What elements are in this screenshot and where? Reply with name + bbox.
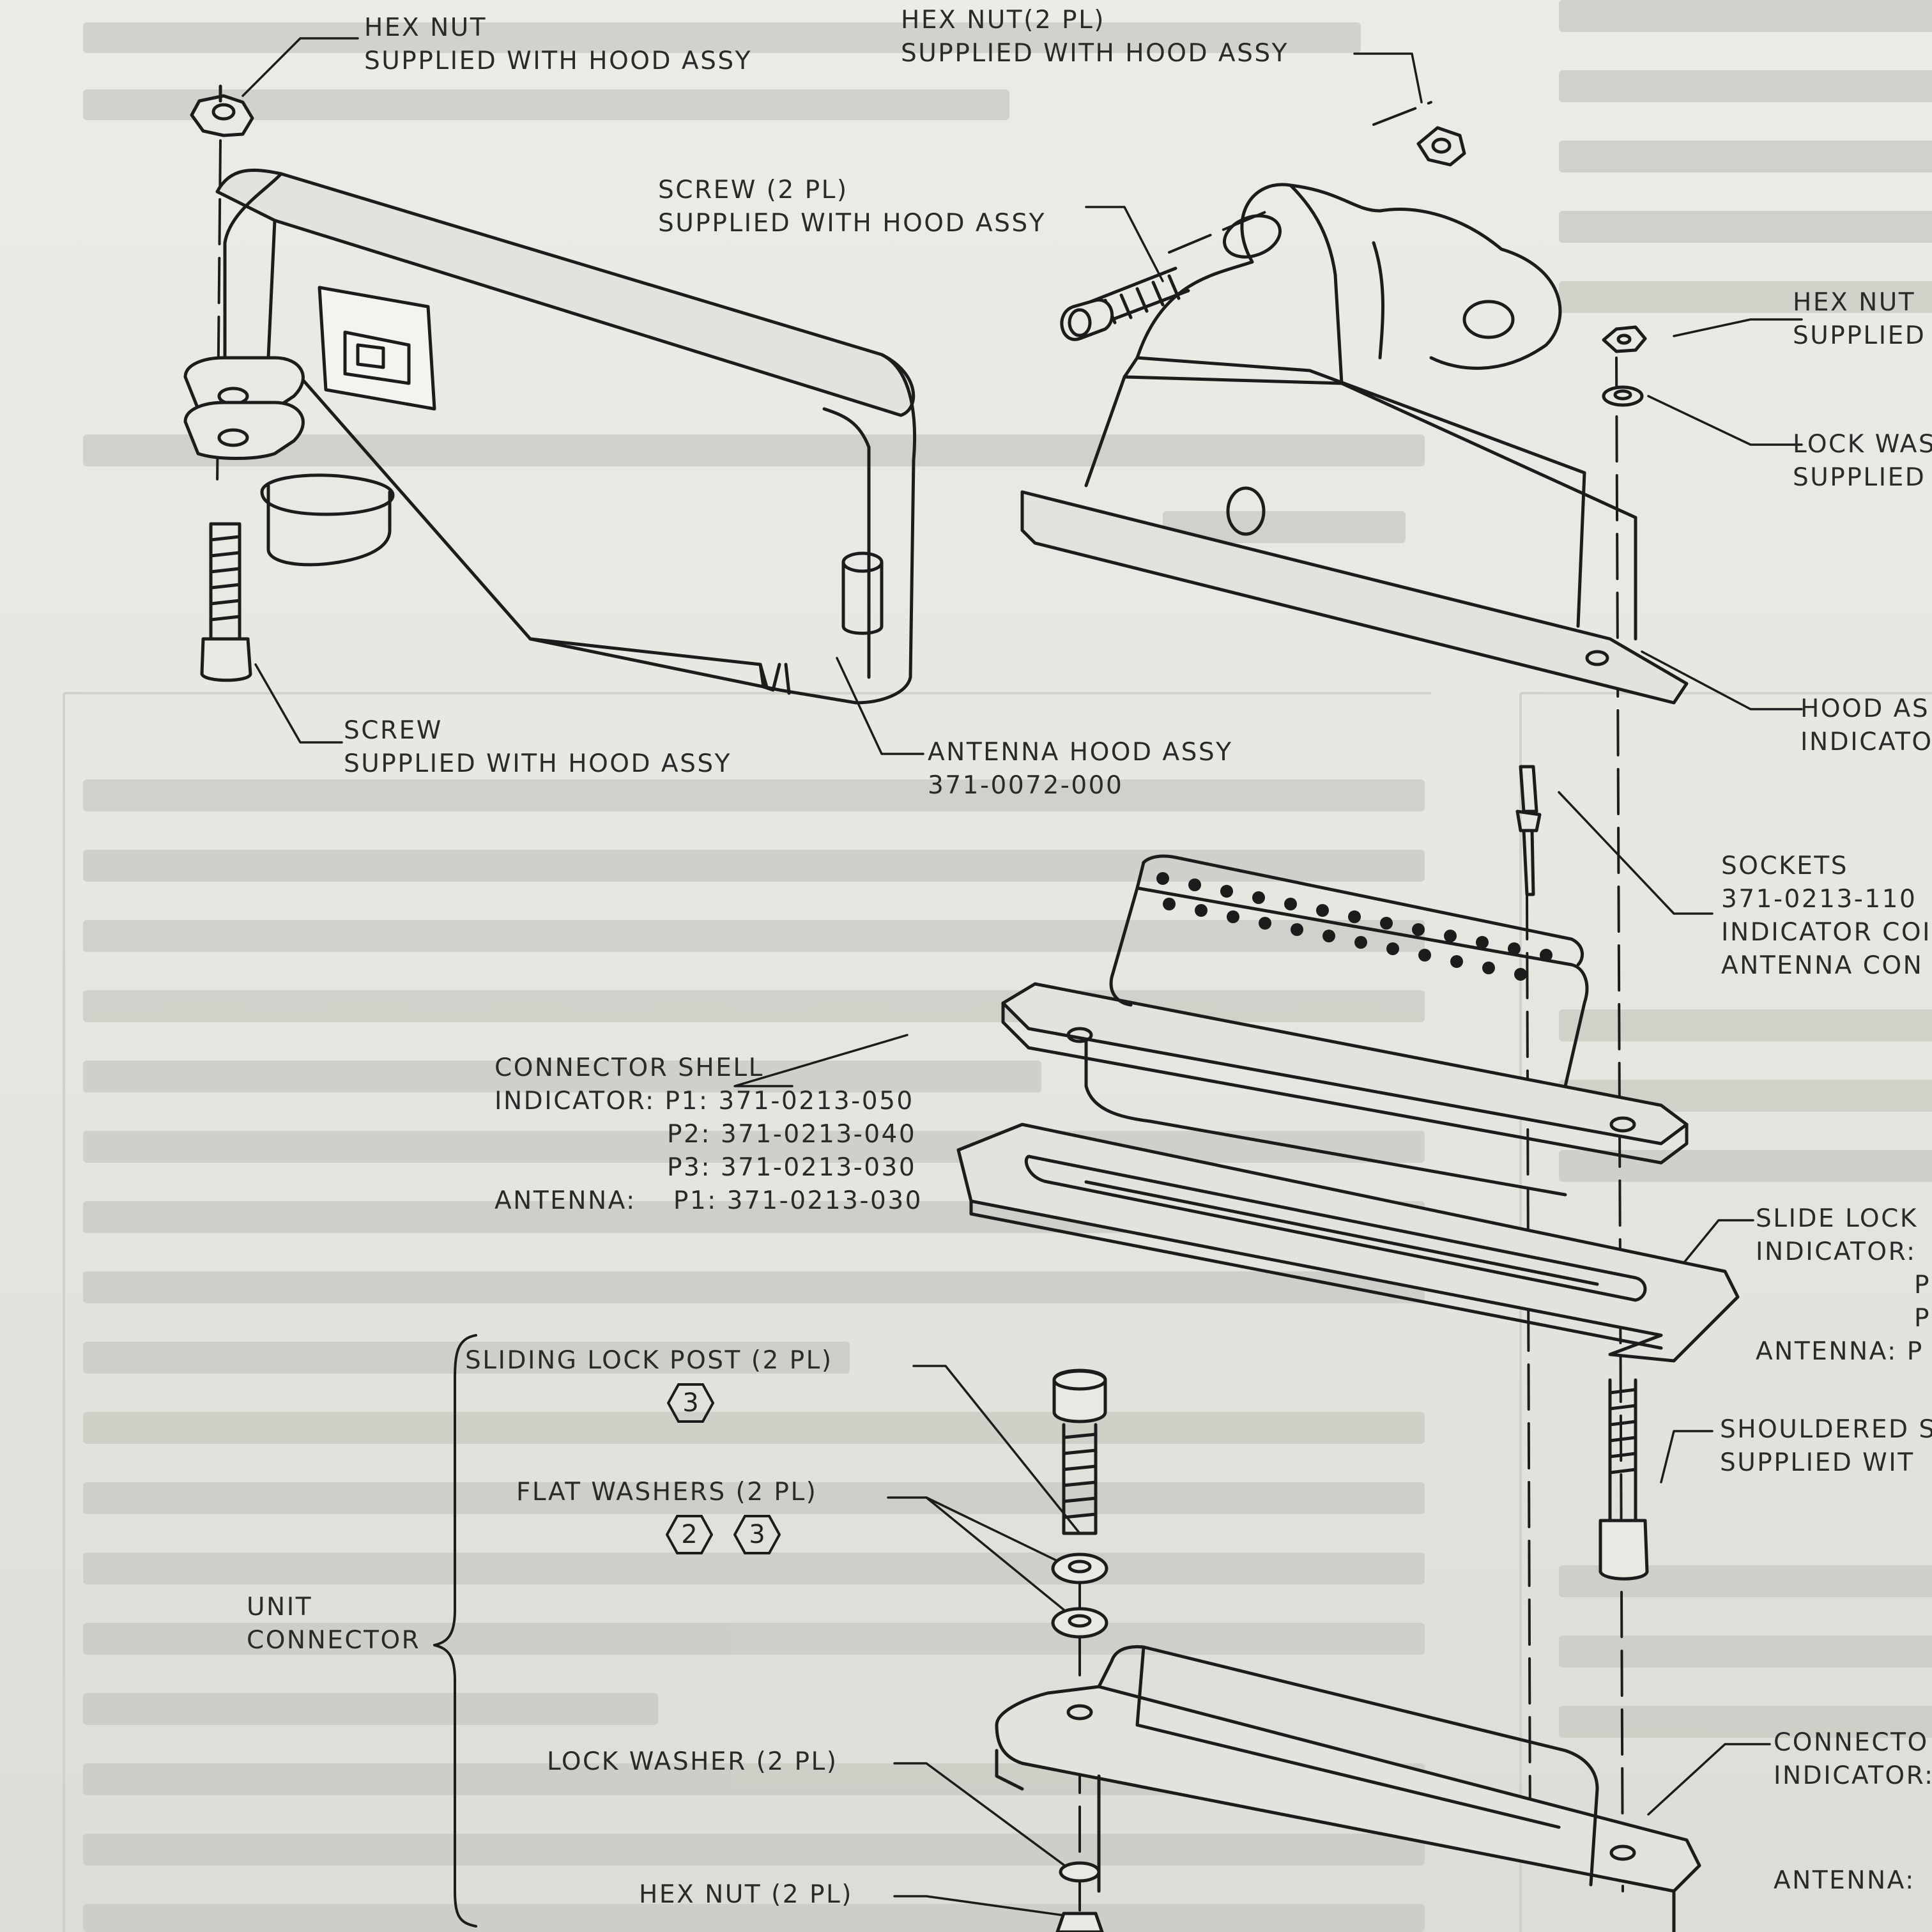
unit-connector-drawing: [995, 1644, 1701, 1932]
label-line: SUPPLIED WITH HOOD ASSY: [658, 209, 1046, 238]
label-line: ANTENNA:: [1774, 1866, 1915, 1895]
callout-badge-3: 3: [666, 1383, 715, 1423]
label-screw-2pl: SCREW (2 PL) SUPPLIED WITH HOOD ASSY: [658, 174, 1046, 240]
label-line: SUPPLIED: [1793, 321, 1926, 350]
callout-badge-2: 2: [665, 1514, 714, 1555]
callout-badge-3b: 3: [733, 1514, 781, 1555]
hexagon-icon: [666, 1383, 715, 1423]
label-antenna-prefix: ANTENNA:: [494, 1186, 636, 1215]
label-connector-right: CONNECTO INDICATOR:: [1774, 1726, 1932, 1793]
label-line: CONNECTO: [1774, 1728, 1929, 1757]
label-connector-shell: CONNECTOR SHELL INDICATOR: P1: 371-0213-…: [494, 1052, 923, 1218]
label-slide-lock: SLIDE LOCK INDICATOR:: [1756, 1202, 1918, 1269]
label-line: SUPPLIED WITH HOOD ASSY: [344, 749, 732, 778]
label-line: LOCK WASHER (2 PL): [547, 1747, 838, 1776]
callout-number: 2: [681, 1520, 698, 1549]
callout-number: 3: [682, 1388, 699, 1418]
label-line: SUPPLIED WITH HOOD ASSY: [901, 39, 1289, 68]
label-line: P3: 371-0213-030: [667, 1153, 917, 1182]
label-line: CONNECTOR: [247, 1626, 421, 1655]
label-line: SCREW (2 PL): [658, 176, 848, 204]
shouldered-screw-drawing: [1598, 1378, 1649, 1581]
label-hex-nut-2pl: HEX NUT (2 PL): [639, 1878, 853, 1912]
label-hood-assy-right: HOOD AS INDICATOR: [1800, 693, 1932, 759]
callout-number: 3: [749, 1520, 765, 1549]
label-line: SCREW: [344, 716, 443, 745]
label-line: SUPPLIED: [1793, 463, 1926, 492]
label-line: CONNECTOR SHELL: [494, 1054, 764, 1082]
label-hex-nut-top: HEX NUT(2 PL) SUPPLIED WITH HOOD ASSY: [901, 4, 1289, 70]
hexagon-icon: [733, 1515, 781, 1554]
label-line: SLIDE LOCK: [1756, 1204, 1918, 1233]
label-line: SHOULDERED S: [1720, 1415, 1932, 1444]
label-lock-washer-right: LOCK WAS SUPPLIED: [1793, 428, 1932, 494]
label-sliding-lock-post: SLIDING LOCK POST (2 PL): [465, 1344, 833, 1377]
label-line: LOCK WAS: [1793, 430, 1932, 459]
antenna-hood-assy-drawing: [183, 84, 917, 705]
label-line: FLAT WASHERS (2 PL): [516, 1478, 818, 1506]
label-slide-lock-antenna: ANTENNA: P: [1756, 1335, 1924, 1368]
label-line: 371-0213-110: [1721, 885, 1917, 914]
label-line: HEX NUT: [1793, 288, 1916, 317]
label-connector-right-antenna: ANTENNA:: [1774, 1864, 1915, 1897]
label-line: HEX NUT: [364, 13, 487, 42]
label-line: INDICATOR:: [1774, 1761, 1932, 1790]
label-line: SLIDING LOCK POST (2 PL): [465, 1346, 833, 1375]
label-line: P: [1914, 1271, 1931, 1300]
hood-bracket-drawing: [1020, 126, 1689, 705]
sliding-lock-post-drawing: [1051, 1368, 1108, 1639]
label-screw-left: SCREW SUPPLIED WITH HOOD ASSY: [344, 714, 732, 781]
label-line: ANTENNA: P: [1756, 1337, 1924, 1366]
label-line: UNIT: [247, 1593, 313, 1621]
label-line: SOCKETS: [1721, 852, 1848, 880]
label-shouldered-screw: SHOULDERED S SUPPLIED WIT: [1720, 1413, 1932, 1480]
label-unit-connector: UNIT CONNECTOR: [247, 1591, 420, 1657]
label-hex-nut-left: HEX NUT SUPPLIED WITH HOOD ASSY: [364, 12, 752, 78]
label-antenna-part-number: P1: 371-0213-030: [673, 1186, 923, 1215]
leader-lines: [241, 37, 1803, 1918]
label-line-antenna: ANTENNA: P1: 371-0213-030: [494, 1184, 923, 1218]
connector-shell-drawing: [1001, 854, 1689, 1197]
label-line: SUPPLIED WIT: [1720, 1448, 1915, 1477]
label-line: ANTENNA CON: [1721, 951, 1924, 980]
hex-nut-and-washer-right: [1602, 325, 1647, 407]
label-line: INDICATOR COI: [1721, 918, 1932, 947]
label-line: HOOD AS: [1800, 694, 1930, 723]
hexagon-icon: [665, 1515, 714, 1554]
slide-lock-drawing: [956, 1123, 1740, 1363]
label-line: P: [1914, 1304, 1931, 1333]
socket-pin: [1515, 765, 1542, 896]
label-line: HEX NUT(2 PL): [901, 6, 1106, 34]
label-line: INDICATOR: [1800, 728, 1932, 756]
label-sockets: SOCKETS 371-0213-110 INDICATOR COI ANTEN…: [1721, 850, 1931, 983]
label-line: INDICATOR:: [1756, 1238, 1917, 1266]
label-line: P2: 371-0213-040: [667, 1120, 917, 1149]
label-lock-washer-2pl: LOCK WASHER (2 PL): [547, 1745, 838, 1779]
label-flat-washers: FLAT WASHERS (2 PL): [516, 1476, 817, 1509]
unit-connector-brace: [433, 1334, 477, 1928]
label-line: SUPPLIED WITH HOOD ASSY: [364, 47, 752, 75]
label-antenna-hood-assy: ANTENNA HOOD ASSY 371-0072-000: [928, 736, 1232, 802]
label-line: 371-0072-000: [928, 771, 1124, 800]
label-hex-nut-right: HEX NUT SUPPLIED: [1793, 286, 1926, 353]
label-line: HEX NUT (2 PL): [639, 1880, 853, 1909]
label-line: INDICATOR: P1: 371-0213-050: [494, 1087, 914, 1116]
label-line: ANTENNA HOOD ASSY: [928, 738, 1233, 767]
label-slide-lock-p1: P P: [1914, 1269, 1931, 1335]
